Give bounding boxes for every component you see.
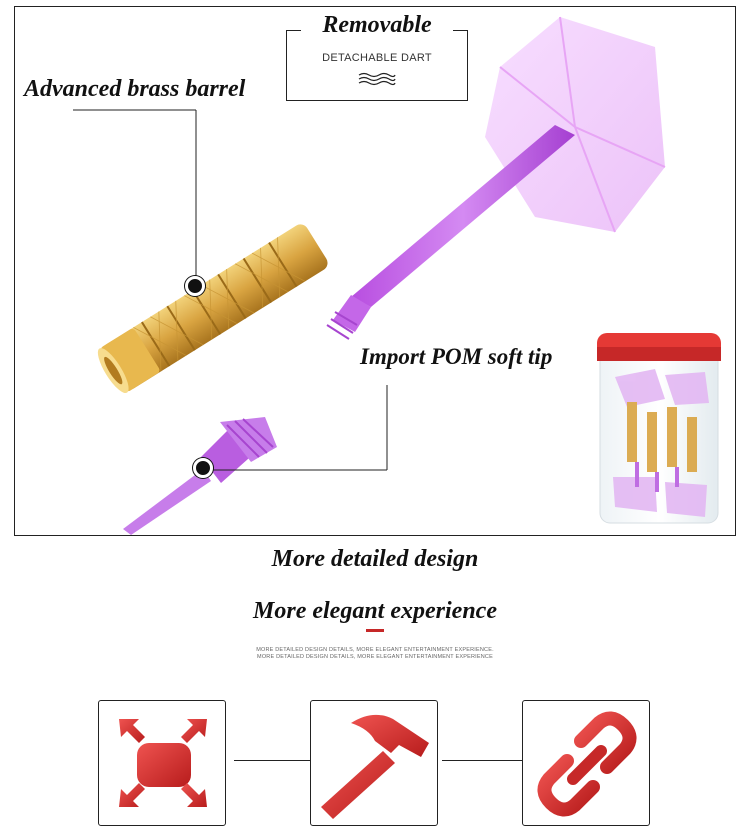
soft-tip [123,417,277,535]
accent-divider [366,629,384,632]
connector-line-right [442,760,522,761]
dart-flight [485,16,666,233]
removable-callout-box: Removable DETACHABLE DART [286,12,468,101]
hammer-icon [321,714,429,819]
barrel-label: Advanced brass barrel [24,76,246,102]
heading-elegant-experience: More elegant experience [253,598,497,624]
removable-subtitle: DETACHABLE DART [322,52,432,64]
link-icon [537,711,637,817]
removable-title: Removable [322,12,432,38]
heading-detailed-design: More detailed design [271,546,479,572]
connector-line-left [234,760,310,761]
expand-icon [119,719,207,807]
dart-parts-illustration [73,16,721,535]
product-image-frame [14,6,736,536]
dart-jar [597,333,721,524]
barrel-callout-dot [185,276,205,296]
brass-barrel [97,224,328,394]
wave-icon [358,72,396,86]
tip-label: Import POM soft tip [360,344,553,369]
tip-callout-dot [193,458,213,478]
feature-box-hammer [310,700,438,826]
small-description: MORE DETAILED DESIGN DETAILS, MORE ELEGA… [256,647,494,660]
dart-shaft [326,125,575,340]
feature-box-expand [98,700,226,826]
feature-box-link [522,700,650,826]
